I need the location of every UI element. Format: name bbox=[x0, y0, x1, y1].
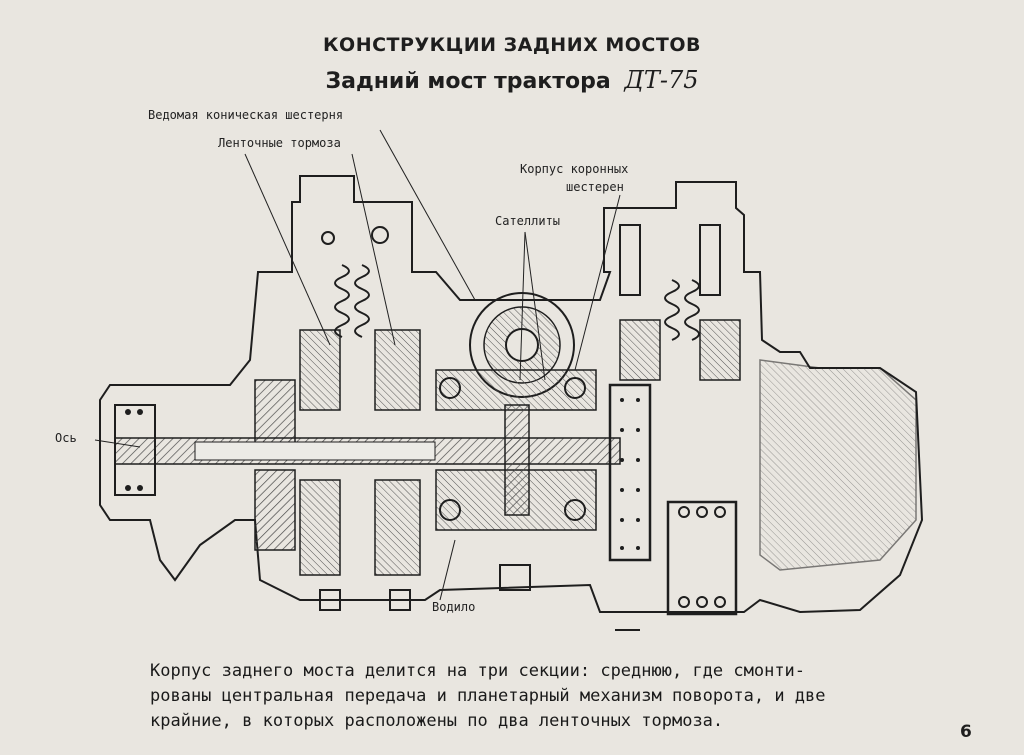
label-band-brakes: Ленточные тормоза bbox=[218, 136, 341, 150]
slide-title: КОНСТРУКЦИИ ЗАДНИХ МОСТОВ bbox=[323, 34, 701, 56]
label-crown-gear-housing-2: шестерен bbox=[566, 180, 624, 194]
label-carrier: Водило bbox=[432, 600, 476, 614]
caption: Корпус заднего моста делится на три секц… bbox=[150, 659, 950, 734]
label-axle: Ось bbox=[55, 431, 77, 445]
label-crown-gear-housing-1: Корпус коронных bbox=[520, 162, 629, 176]
subtitle-text: Задний мост трактора bbox=[325, 69, 611, 94]
label-satellites: Сателлиты bbox=[495, 214, 561, 228]
right-brake-section bbox=[608, 224, 917, 631]
leader-lines bbox=[94, 129, 621, 601]
axle-shaft bbox=[114, 404, 621, 496]
central-gear-section bbox=[435, 292, 597, 591]
caption-line-1: Корпус заднего моста делится на три секц… bbox=[150, 661, 806, 681]
label-driven-bevel-gear: Ведомая коническая шестерня bbox=[148, 108, 344, 122]
page-number: 6 bbox=[960, 722, 972, 742]
caption-line-2: рованы центральная передача и планетарны… bbox=[150, 686, 826, 706]
caption-line-3: крайние, в которых расположены по два ле… bbox=[150, 711, 724, 731]
left-brake-section bbox=[254, 226, 700, 611]
slide-subtitle: Задний мост трактора ДТ-75 bbox=[0, 66, 1024, 94]
tractor-model: ДТ-75 bbox=[624, 66, 699, 94]
